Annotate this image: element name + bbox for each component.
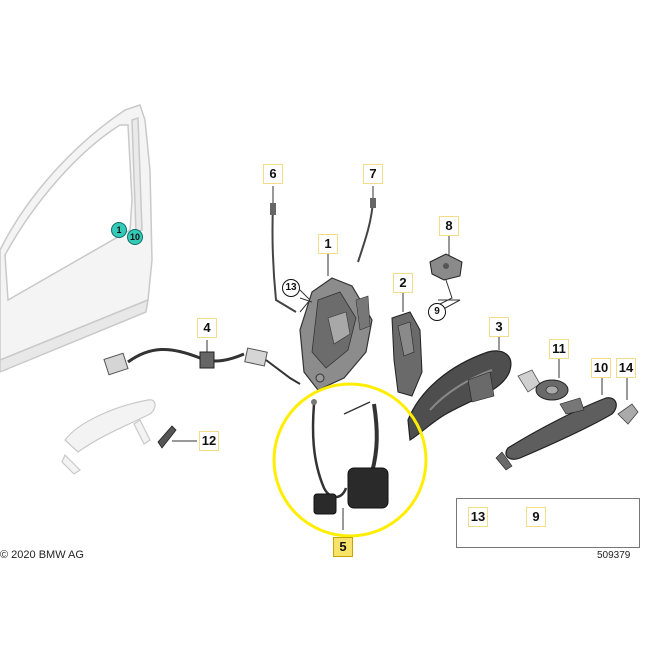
callout-13-circle: 13 [282, 279, 300, 297]
part-14-cover [617, 403, 639, 425]
callout-5: 5 [333, 537, 353, 557]
part-8-small-bracket [429, 253, 463, 281]
copyright-text: © 2020 BMW AG [0, 549, 84, 561]
door-marker-1: 1 [111, 222, 127, 238]
part-1-door-lock [299, 277, 373, 391]
hardware-legend-box [456, 498, 640, 548]
callout-6: 6 [263, 164, 283, 184]
callout-2: 2 [393, 273, 413, 293]
callout-11: 11 [549, 339, 569, 359]
part-10-exterior-handle [495, 397, 617, 471]
door-marker-10: 10 [127, 229, 143, 245]
callout-9-circle: 9 [428, 303, 446, 321]
car-door-outline [0, 104, 153, 373]
part-6-cable [270, 203, 297, 313]
part-3-handle-carrier [407, 350, 512, 442]
part-11-lock-cylinder [517, 369, 569, 401]
part-5-bowden-cable [311, 399, 389, 515]
callout-14: 14 [616, 358, 636, 378]
callout-8: 8 [439, 216, 459, 236]
legend-callout-9: 9 [526, 507, 546, 527]
hardware-9-13 [299, 279, 453, 305]
part-4-wiring-harness [103, 347, 301, 385]
leader-lines [172, 186, 628, 530]
callout-4: 4 [197, 318, 217, 338]
part-12-rod [157, 425, 177, 449]
highlight-ring [272, 382, 428, 538]
callout-12: 12 [199, 431, 219, 451]
callout-10: 10 [591, 358, 611, 378]
outer-handle-ghost [61, 399, 156, 475]
part-7-rod [357, 198, 376, 263]
reference-number: 509379 [597, 550, 631, 561]
legend-callout-13: 13 [468, 507, 488, 527]
callout-3: 3 [489, 317, 509, 337]
callout-7: 7 [363, 164, 383, 184]
callout-1: 1 [318, 234, 338, 254]
part-2-bracket [391, 311, 423, 397]
